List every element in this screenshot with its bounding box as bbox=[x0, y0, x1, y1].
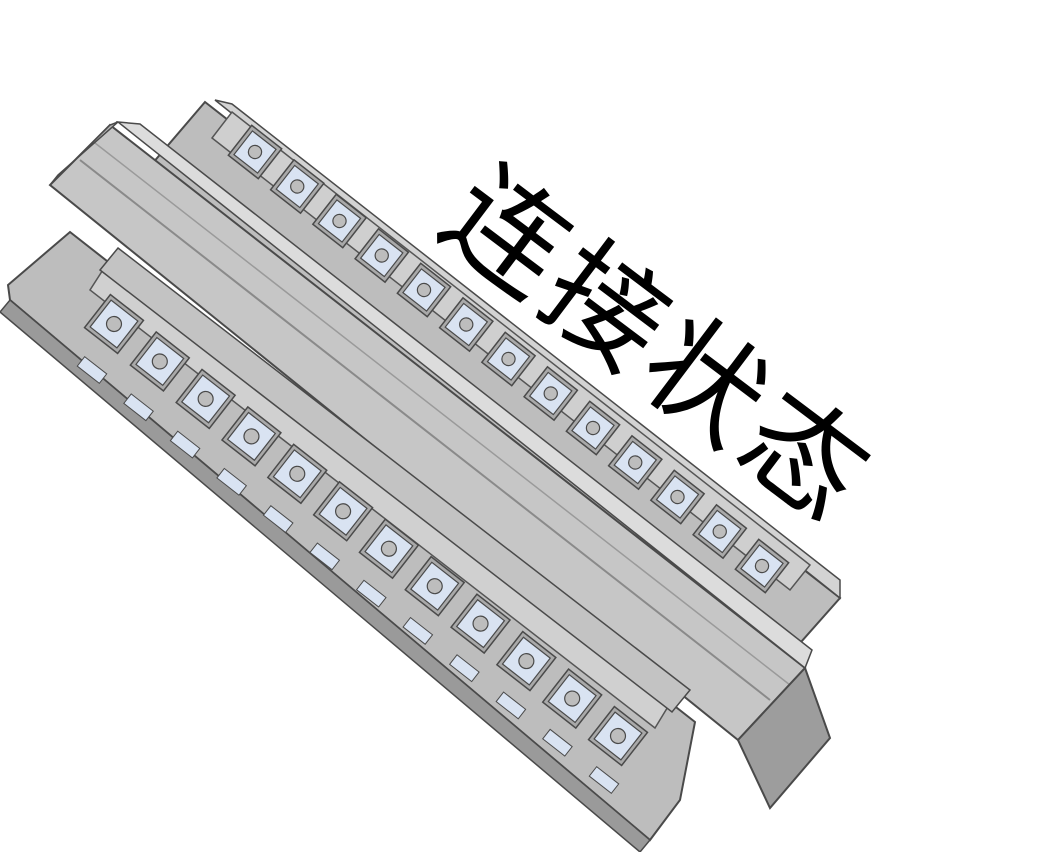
lower-contact-hole bbox=[243, 428, 260, 445]
lower-raised-bar bbox=[98, 246, 692, 714]
upper-contact-hole bbox=[332, 213, 347, 229]
upper-contact-hole bbox=[501, 351, 516, 367]
upper-contact bbox=[565, 400, 621, 456]
lower-pin-tail bbox=[309, 542, 341, 571]
upper-contact bbox=[438, 296, 494, 353]
lower-contact-hole bbox=[472, 615, 489, 632]
upper-contact bbox=[396, 262, 452, 318]
lower-pin-tail bbox=[402, 616, 434, 645]
lower-pin-tail bbox=[123, 393, 154, 422]
lower-contact bbox=[129, 330, 191, 392]
mating-body-groove bbox=[79, 159, 771, 701]
upper-contact bbox=[269, 158, 325, 215]
lower-pin-tail bbox=[542, 728, 573, 757]
upper-contact-hole bbox=[585, 420, 601, 436]
upper-contact-hole bbox=[290, 179, 305, 194]
lower-contact bbox=[404, 555, 466, 617]
lower-contact bbox=[541, 668, 603, 730]
lower-contact-hole bbox=[289, 465, 306, 482]
lower-pin-tail bbox=[355, 579, 387, 608]
upper-contact bbox=[523, 365, 579, 422]
upper-contact-hole bbox=[543, 386, 558, 401]
upper-contact-hole bbox=[247, 144, 263, 160]
lower-contact-hole bbox=[518, 653, 535, 670]
lower-contact bbox=[175, 368, 237, 430]
lower-pin-tail bbox=[169, 430, 201, 459]
mating-body bbox=[48, 121, 832, 810]
lower-contact bbox=[220, 405, 282, 467]
upper-contact bbox=[227, 124, 283, 180]
lower-contact bbox=[450, 593, 512, 655]
upper-contact bbox=[480, 331, 537, 387]
upper-contact bbox=[649, 469, 706, 525]
lower-connector bbox=[0, 230, 697, 852]
mating-body-left-end bbox=[49, 121, 119, 186]
upper-contacts-row bbox=[227, 124, 790, 594]
lower-flange-underside bbox=[0, 298, 652, 852]
lower-contact-hole bbox=[564, 690, 581, 707]
lower-contact-hole bbox=[380, 540, 397, 557]
lower-contact bbox=[495, 630, 557, 692]
mating-body-end bbox=[736, 666, 832, 810]
lower-pin-tail bbox=[76, 355, 108, 385]
lower-pin-tails bbox=[76, 355, 620, 795]
lower-pin-tail bbox=[262, 505, 294, 534]
lower-contact-hole bbox=[151, 353, 168, 370]
upper-connector bbox=[138, 99, 842, 670]
lower-contact bbox=[312, 480, 374, 542]
lower-contact bbox=[83, 293, 145, 355]
mating-body-ridge bbox=[115, 121, 813, 670]
upper-contact bbox=[607, 434, 663, 491]
upper-contact bbox=[734, 538, 790, 594]
upper-contact-hole bbox=[416, 282, 432, 298]
upper-contact-hole bbox=[459, 317, 474, 332]
lower-contact-hole bbox=[426, 578, 443, 595]
upper-contact-hole bbox=[628, 455, 643, 470]
upper-contact-hole bbox=[754, 558, 770, 574]
upper-contact bbox=[692, 503, 748, 560]
lower-contact bbox=[266, 443, 328, 505]
lower-contact bbox=[587, 705, 649, 767]
lower-contact-hole bbox=[335, 503, 352, 520]
lower-contacts-row bbox=[83, 293, 649, 767]
upper-contact-hole bbox=[712, 524, 727, 539]
upper-contact-hole bbox=[670, 489, 685, 505]
mating-body-groove-2 bbox=[94, 142, 791, 686]
lower-pin-tail bbox=[495, 691, 527, 720]
lower-pin-tail bbox=[588, 765, 620, 795]
upper-contact bbox=[354, 227, 410, 284]
lower-contact-hole bbox=[197, 390, 214, 407]
lower-pin-tail bbox=[448, 654, 480, 683]
lower-contact-hole bbox=[609, 727, 627, 745]
upper-contact bbox=[311, 193, 368, 249]
lower-pin-tail bbox=[216, 467, 248, 496]
upper-contact-hole bbox=[374, 248, 389, 263]
lower-contact-hole bbox=[105, 315, 123, 333]
lower-contact bbox=[358, 518, 420, 580]
